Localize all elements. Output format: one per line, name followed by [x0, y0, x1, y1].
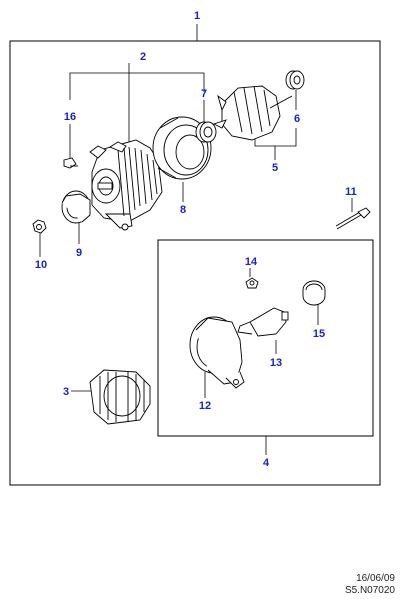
callout-12[interactable]: 12	[199, 400, 211, 412]
callout-6[interactable]: 6	[294, 113, 300, 125]
callout-13[interactable]: 13	[270, 357, 282, 369]
callout-9[interactable]: 9	[76, 247, 82, 259]
callout-7[interactable]: 7	[201, 88, 207, 100]
callout-2[interactable]: 2	[140, 51, 146, 63]
sleeve-15	[302, 280, 326, 306]
bolt-11	[335, 207, 371, 230]
callout-labels: 1 2 3 4 5 6 7 8 9 10 11 12 13 14 15 16	[35, 10, 357, 469]
nut-10	[32, 219, 47, 234]
pulley-9	[61, 190, 91, 224]
callout-10[interactable]: 10	[35, 259, 47, 271]
regulator-13	[237, 307, 289, 337]
callout-16[interactable]: 16	[64, 111, 76, 123]
screw-16	[63, 157, 78, 169]
callout-3[interactable]: 3	[63, 386, 69, 398]
callout-14[interactable]: 14	[245, 256, 258, 268]
main-frame	[9, 40, 381, 486]
shaft-stud	[97, 182, 113, 190]
callout-11[interactable]: 11	[345, 186, 357, 198]
leader-lines	[39, 24, 353, 455]
subassembly-frame	[157, 239, 374, 437]
callout-5[interactable]: 5	[272, 162, 278, 174]
connector-14	[245, 277, 259, 289]
rotor-3	[89, 369, 151, 425]
callout-4[interactable]: 4	[263, 457, 270, 469]
rectifier-cover-12	[189, 316, 245, 389]
callout-1[interactable]: 1	[194, 10, 200, 22]
callout-8[interactable]: 8	[180, 204, 186, 216]
bearing-7	[195, 121, 217, 143]
callout-15[interactable]: 15	[313, 328, 325, 340]
footer-date: 16/06/09	[356, 573, 395, 584]
bearing-6	[285, 70, 305, 90]
rotor-5	[212, 85, 293, 141]
footer-reference: S5.N07020	[344, 585, 395, 596]
